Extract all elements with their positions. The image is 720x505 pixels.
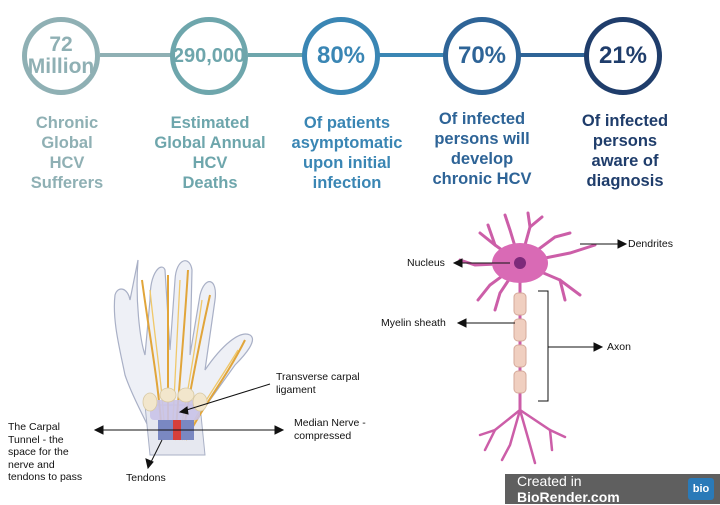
stat-circle-2: 290,000 — [170, 17, 248, 95]
stat-value-3: 80% — [316, 42, 366, 70]
stat-value-1: 72 Million — [27, 32, 95, 78]
badge-text: Created in BioRender.com — [517, 473, 620, 505]
stat-label-1: Chronic Global HCV Sufferers — [30, 114, 104, 192]
stat-circle-5: 21% — [584, 17, 662, 95]
neuron-illustration — [452, 211, 628, 465]
stat-circle-3: 80% — [302, 17, 380, 95]
label-transverse-ligament: Transverse carpal ligament — [276, 371, 360, 396]
label-nucleus: Nucleus — [407, 257, 445, 269]
hand-illustration — [93, 259, 285, 470]
biorender-badge[interactable]: Created in BioRender.com bio — [505, 473, 720, 505]
biorender-logo-icon: bio — [688, 478, 714, 500]
stat-label-5: Of infected persons aware of diagnosis — [581, 112, 669, 190]
label-dendrites: Dendrites — [628, 238, 673, 250]
stat-value-2: 290,000 — [172, 44, 246, 67]
label-tendons: Tendons — [126, 472, 166, 484]
stat-label-3: Of patients asymptomatic upon initial in… — [291, 114, 403, 192]
stat-circle-4: 70% — [443, 17, 521, 95]
stat-value-4: 70% — [457, 42, 507, 70]
label-myelin-sheath: Myelin sheath — [381, 317, 446, 329]
label-axon: Axon — [607, 341, 631, 353]
stat-circle-1: 72 Million — [22, 17, 100, 95]
stat-value-5: 21% — [598, 42, 648, 70]
stat-label-4: Of infected persons will develop chronic… — [432, 110, 532, 188]
label-carpal-tunnel: The Carpal Tunnel - the space for the ne… — [8, 421, 83, 483]
stat-label-2: Estimated Global Annual HCV Deaths — [154, 114, 266, 192]
label-median-nerve: Median Nerve - compressed — [294, 417, 366, 442]
